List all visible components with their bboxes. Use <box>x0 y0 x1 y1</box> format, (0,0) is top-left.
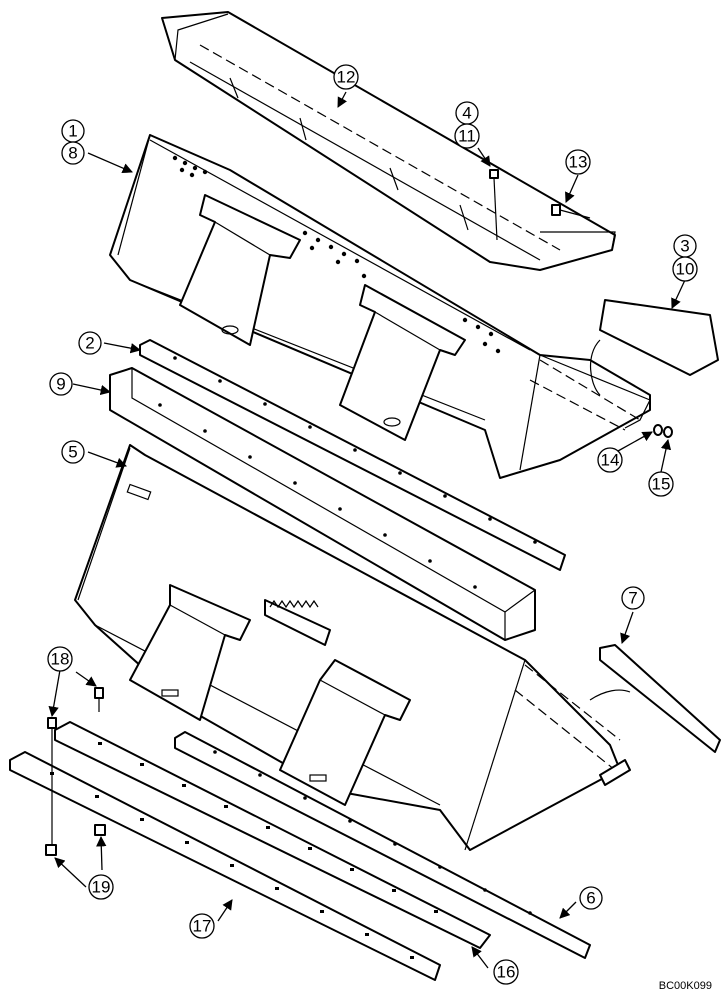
callout-5: 5 <box>61 440 85 464</box>
callout-16: 16 <box>493 959 519 985</box>
svg-text:10: 10 <box>676 260 695 279</box>
svg-text:12: 12 <box>337 68 356 87</box>
upper-bucket-part-1 <box>109 134 651 479</box>
callout-14: 14 <box>597 447 623 473</box>
blade-part-16 <box>54 721 491 949</box>
svg-text:14: 14 <box>601 451 620 470</box>
drawing-reference-id: BC00K099 <box>658 980 712 992</box>
side-plate-part-7 <box>589 644 721 753</box>
svg-text:3: 3 <box>680 237 689 256</box>
lower-bucket-part-5 <box>74 444 631 851</box>
svg-text:11: 11 <box>458 127 476 146</box>
callout-2: 2 <box>78 331 102 355</box>
svg-text:6: 6 <box>586 889 595 908</box>
callout-17: 17 <box>189 913 215 939</box>
callout-10: 10 <box>672 256 698 282</box>
callout-7: 7 <box>621 586 645 610</box>
hardware-fasteners <box>45 169 673 856</box>
svg-text:16: 16 <box>497 963 516 982</box>
svg-text:15: 15 <box>652 475 671 494</box>
callout-3: 3 <box>673 234 697 258</box>
callout-15: 15 <box>648 471 674 497</box>
svg-text:4: 4 <box>462 104 471 123</box>
callout-1: 1 <box>61 119 85 143</box>
svg-text:18: 18 <box>51 650 70 669</box>
cutting-edge-part-2 <box>139 339 566 571</box>
svg-text:19: 19 <box>92 878 111 897</box>
cutting-edge-holes <box>173 356 537 544</box>
svg-text:1: 1 <box>68 122 77 141</box>
callout-6: 6 <box>579 886 603 910</box>
blade-16-holes <box>98 742 438 913</box>
upper-bucket-hole-pattern <box>172 155 501 354</box>
svg-text:2: 2 <box>85 334 94 353</box>
callout-13: 13 <box>565 149 591 175</box>
svg-text:7: 7 <box>628 589 637 608</box>
svg-text:9: 9 <box>56 375 65 394</box>
callout-11: 11 <box>454 123 480 149</box>
channel-part-9 <box>109 367 536 641</box>
edge-strip-holes <box>213 750 532 915</box>
edge-strip-part-6 <box>174 731 591 959</box>
callout-9: 9 <box>49 372 73 396</box>
callout-19: 19 <box>88 874 114 900</box>
top-rail-part-12 <box>161 11 616 271</box>
callout-12: 12 <box>333 64 359 90</box>
leader-lines <box>48 91 686 969</box>
callout-8: 8 <box>61 141 85 165</box>
svg-text:13: 13 <box>569 153 588 172</box>
svg-text:5: 5 <box>68 443 77 462</box>
callout-18: 18 <box>47 646 73 672</box>
channel-holes <box>158 403 477 589</box>
svg-text:8: 8 <box>68 144 77 163</box>
callout-4: 4 <box>455 101 479 125</box>
side-piece-part-3 <box>589 299 719 396</box>
svg-text:17: 17 <box>193 917 212 936</box>
